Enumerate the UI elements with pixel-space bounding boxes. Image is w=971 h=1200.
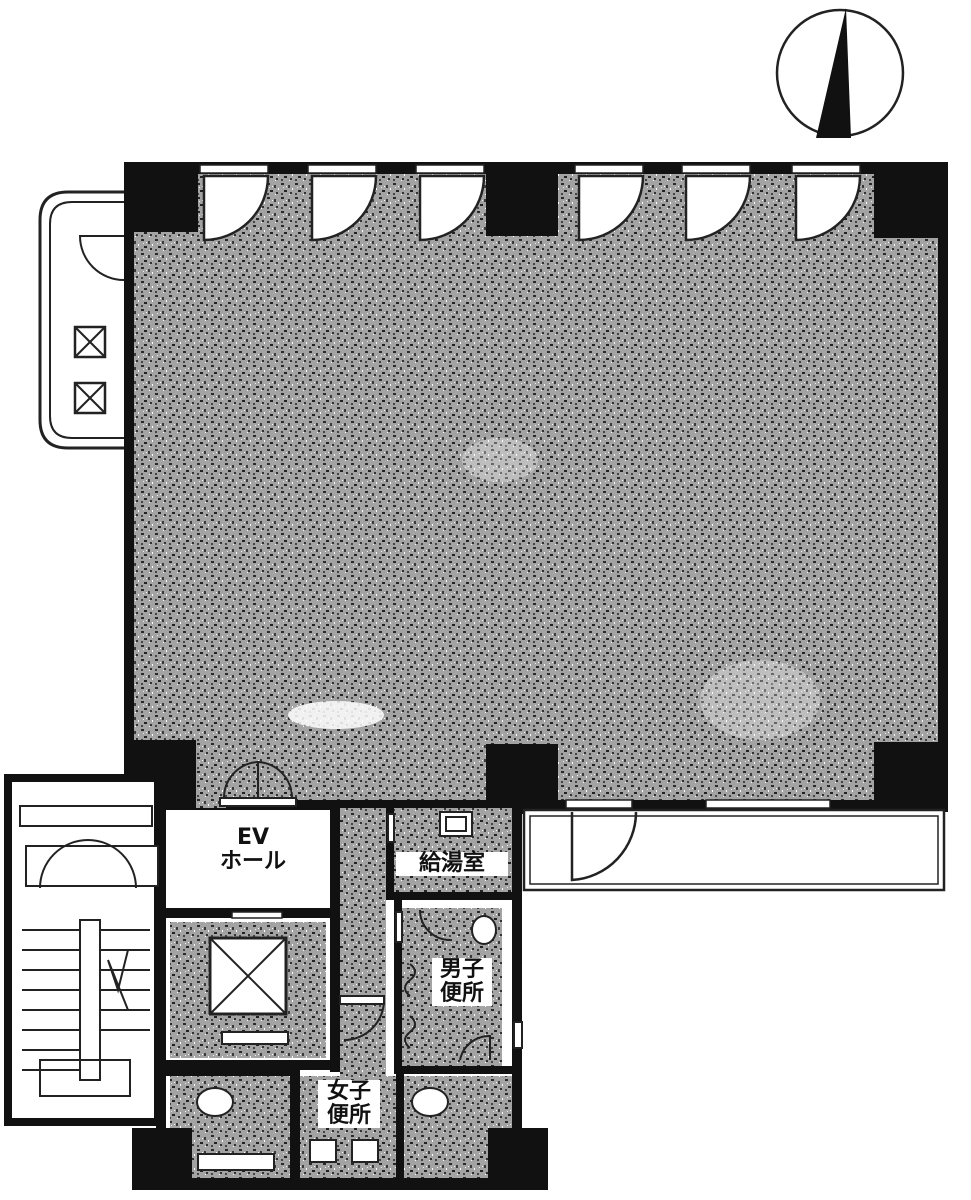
ev-door-frame: [231, 911, 283, 919]
ev-hall-label-line1: EV: [236, 825, 270, 850]
door-swings-top: [202, 174, 862, 242]
kitchenette-label-text: 給湯室: [418, 851, 485, 876]
window-row: [199, 164, 861, 174]
womens-toilet-label-line1: 女子: [326, 1079, 371, 1104]
structural-columns: [124, 162, 948, 814]
kitchenette-fixtures: [387, 811, 473, 843]
crossed-box-icon: [73, 325, 107, 359]
lower-balcony: [522, 799, 946, 892]
ev-hall-label-line2: ホール: [219, 848, 286, 874]
ev-hall-door: [219, 760, 297, 807]
kitchenette-label: 給湯室: [396, 852, 508, 876]
mens-toilet-fixtures: [395, 909, 523, 1061]
mens-toilet-label-line1: 男子: [439, 957, 484, 982]
bottom-walls: [132, 1128, 548, 1190]
womens-toilet-label-line2: 便所: [326, 1102, 371, 1128]
elevator-shaft-icon: [170, 922, 326, 1058]
office-floor: [134, 172, 942, 802]
mens-toilet-label: 男子 便所: [432, 958, 492, 1006]
ev-hall-room: [170, 812, 328, 908]
balcony: [38, 190, 130, 450]
north-arrow-icon: [775, 8, 905, 138]
toilet-fixtures-bottom: [196, 995, 449, 1171]
ev-hall-label: EV ホール: [196, 826, 310, 874]
floor-light-patches: [288, 438, 820, 740]
womens-toilet-label: 女子 便所: [318, 1080, 380, 1128]
stairwell: [4, 774, 162, 1126]
mens-toilet-label-line2: 便所: [439, 980, 484, 1006]
crossed-box-icon: [73, 381, 107, 415]
